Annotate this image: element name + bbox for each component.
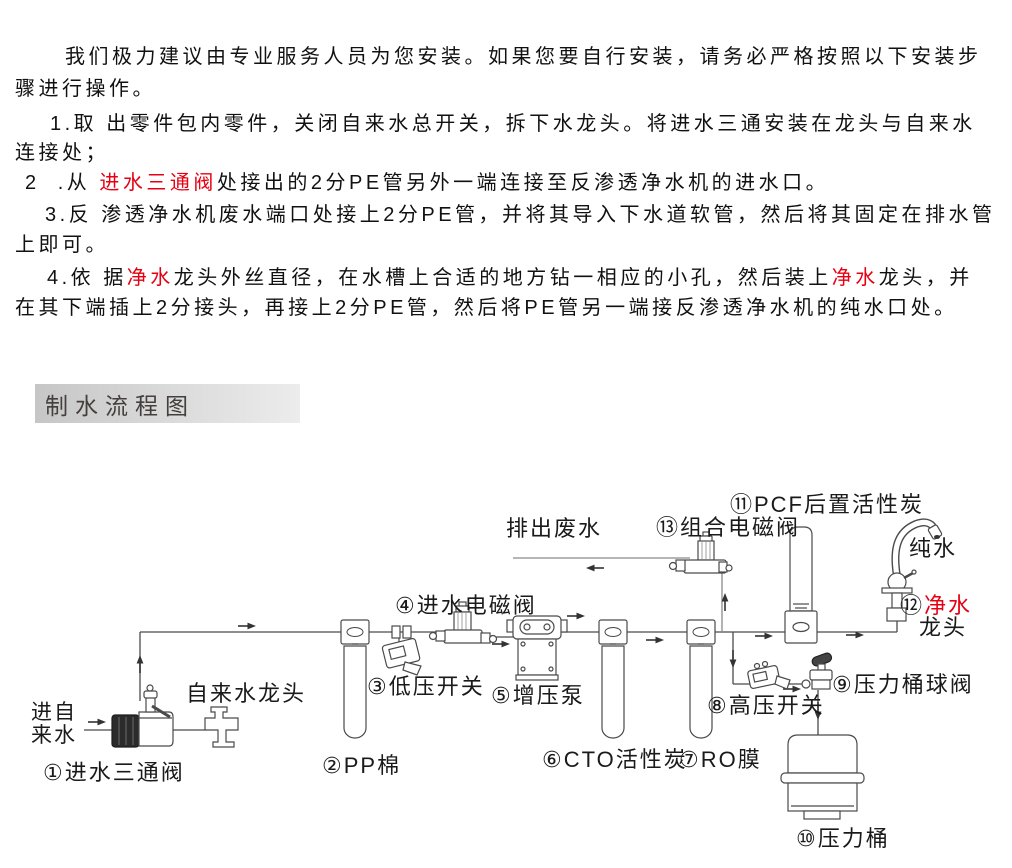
section-title: 制水流程图 — [45, 392, 195, 419]
low-pressure-switch-drawing — [381, 625, 422, 676]
paragraph-line: 连接处； — [15, 141, 109, 165]
paragraph-text: 连接处； — [15, 142, 109, 164]
low-pressure-switch-label: ③低压开关 — [367, 674, 485, 699]
inlet-solenoid-drawing — [428, 601, 498, 644]
paragraph-line: 2 .从 进水三通阀处接出的2分PE管另外一端连接至反渗透净水机的进水口。 — [25, 171, 829, 195]
pure-faucet-name: 净水 — [924, 593, 973, 618]
paragraph-line: 4.依 据净水龙头外丝直径，在水槽上合适的地方钻一相应的小孔，然后装上净水龙头，… — [47, 266, 973, 290]
ro-membrane-label: ⑦RO膜 — [679, 747, 762, 772]
combo-solenoid-label: ⑬组合电磁阀 — [656, 515, 801, 540]
paragraph-text: 2 .从 — [25, 172, 100, 194]
highlighted-term: 进水三通阀 — [99, 172, 217, 194]
cto-filter-drawing — [598, 619, 628, 739]
section-header: 制水流程图 — [35, 384, 300, 423]
pure-faucet-label: ⑫净水 — [900, 588, 972, 620]
paragraph-line: 骤进行操作。 — [15, 77, 156, 101]
paragraph-text: 龙头外丝直径，在水槽上合适的地方钻一相应的小孔，然后装上 — [173, 267, 832, 289]
paragraph-text: 3.反 渗透净水机废水端口处接上2分PE管，并将其导入下水道软管，然后将其固定在… — [45, 204, 996, 226]
pressure-tank-drawing — [780, 734, 865, 820]
paragraph-line: 上即可。 — [15, 233, 109, 257]
highlighted-term: 净水 — [126, 267, 174, 289]
high-pressure-switch-label: ⑧高压开关 — [707, 693, 825, 718]
ball-valve-drawing — [801, 652, 833, 690]
tap-drawing — [204, 706, 239, 748]
pure-water-label: 纯水 — [909, 536, 958, 561]
combo-solenoid-drawing — [668, 531, 733, 574]
paragraph-line: 1.取 出零件包内零件，关闭自来水总开关，拆下水龙头。将进水三通安装在龙头与自来… — [50, 112, 976, 136]
paragraph-text: 骤进行操作。 — [15, 78, 156, 100]
pp-filter-label: ②PP棉 — [322, 753, 402, 778]
tap-label: 自来水龙头 — [186, 681, 307, 706]
paragraph-text: 在其下端插上2分接头，再接上2分PE管，然后将PE管另一端接反渗透净水机的纯水口… — [15, 297, 958, 319]
three-way-valve-drawing — [111, 684, 174, 748]
pure-faucet-number: ⑫ — [900, 593, 925, 618]
paragraph-text: 上即可。 — [15, 234, 109, 256]
booster-pump-label: ⑤增压泵 — [491, 683, 585, 708]
paragraph-text: 处接出的2分PE管另外一端连接至反渗透净水机的进水口。 — [216, 172, 830, 194]
ro-filter-drawing — [686, 619, 716, 739]
paragraph-line: 在其下端插上2分接头，再接上2分PE管，然后将PE管另一端接反渗透净水机的纯水口… — [15, 296, 958, 320]
pure-water-faucet-drawing — [881, 518, 943, 622]
paragraph-text: 1.取 出零件包内零件，关闭自来水总开关，拆下水龙头。将进水三通安装在龙头与自来… — [50, 113, 976, 135]
inlet-water-label: 进自 来水 — [31, 701, 77, 747]
pp-filter-drawing — [340, 619, 370, 739]
cto-filter-label: ⑥CTO活性炭 — [542, 747, 688, 772]
pure-faucet-label-2: 龙头 — [919, 615, 968, 640]
ball-valve-label: ⑨压力桶球阀 — [832, 672, 974, 697]
pcf-filter-drawing — [784, 526, 818, 644]
waste-water-label: 排出废水 — [506, 516, 603, 541]
booster-pump-drawing — [506, 615, 568, 681]
paragraph-text: 我们极力建议由专业服务人员为您安装。如果您要自行安装，请务必严格按照以下安装步 — [65, 46, 982, 68]
three-way-valve-label: ①进水三通阀 — [43, 760, 185, 785]
paragraph-text: 4.依 据 — [47, 267, 127, 289]
inlet-solenoid-label: ④进水电磁阀 — [395, 593, 537, 618]
components — [111, 518, 943, 820]
highlighted-term: 净水 — [831, 267, 879, 289]
paragraph-text: 龙头，并 — [878, 267, 973, 289]
paragraph-line: 我们极力建议由专业服务人员为您安装。如果您要自行安装，请务必严格按照以下安装步 — [65, 45, 982, 69]
pcf-filter-label: ⑪PCF后置活性炭 — [730, 492, 925, 517]
pressure-tank-label: ⑩压力桶 — [796, 826, 890, 851]
high-pressure-switch-drawing — [747, 660, 791, 690]
paragraph-line: 3.反 渗透净水机废水端口处接上2分PE管，并将其导入下水道软管，然后将其固定在… — [45, 203, 996, 227]
